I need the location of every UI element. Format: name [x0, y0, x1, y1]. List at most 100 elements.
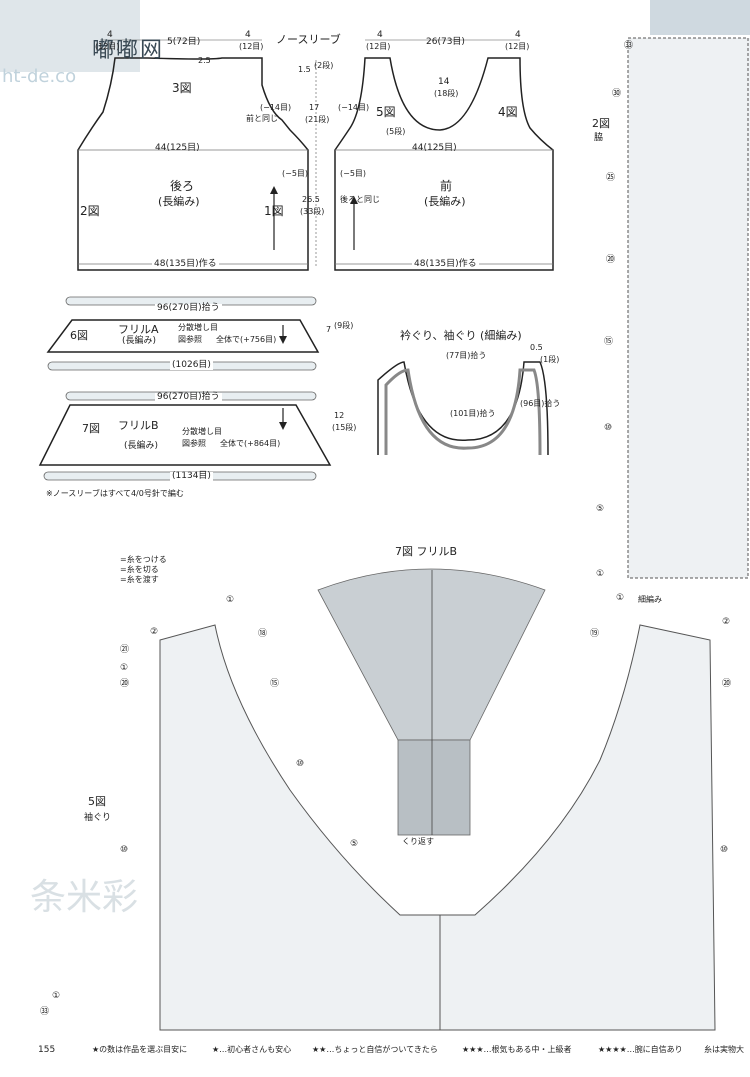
frill-b-height-rows: (15段)	[332, 423, 357, 432]
front-stitch: (長編み)	[424, 195, 466, 208]
watermark-logo: 嘟嘟网	[92, 38, 165, 63]
back-neck-dec: (−14目)	[260, 103, 292, 112]
back-stitch: (長編み)	[158, 195, 200, 208]
frill-b-top: 96(270目)拾う	[155, 392, 222, 402]
frill-a-height-rows: (9段)	[334, 321, 354, 330]
footer-rating-3: ★★★…根気もある中・上級者	[462, 1045, 572, 1054]
fig2-subtitle: 脇	[594, 133, 604, 143]
row-marker-18: ⑱	[258, 629, 268, 639]
legend-pass: =糸を渡す	[120, 575, 159, 584]
neckline-arm-pickup: (96目)拾う	[520, 399, 561, 408]
row-marker-15b: ⑮	[604, 337, 614, 347]
frill-b-height: 12	[334, 411, 345, 420]
front-panel-outline	[334, 57, 554, 271]
frill-b-note2: 図参照	[182, 439, 206, 448]
row-marker-33: ㉝	[40, 1007, 50, 1017]
frill-a-note1: 分散増し目	[178, 323, 218, 332]
footer-rating-1: ★…初心者さんも安心	[212, 1045, 292, 1054]
neckline-title: 衿ぐり、袖ぐり (細編み)	[400, 329, 522, 342]
legend-attach: =糸をつける	[120, 555, 167, 564]
row-marker-20c: ⑳	[606, 255, 616, 265]
back-same-as-front: 前と同じ	[246, 114, 278, 123]
neckline-diagram-shape	[377, 361, 549, 456]
front-vdim1-rows: (2段)	[314, 61, 334, 70]
row-marker-20b: ⑳	[722, 679, 732, 689]
row-marker-1b: ①	[120, 663, 129, 673]
back-fig-right: 1図	[264, 204, 284, 218]
neckline-bottom-pickup: (101目)拾う	[450, 409, 496, 418]
page-title: ノースリーブ	[276, 33, 341, 46]
front-arm-rows: (5段)	[386, 127, 406, 136]
front-fig-neck: 5図	[376, 105, 396, 119]
front-side-dec: (−5目)	[340, 169, 367, 178]
row-marker-19: ⑲	[590, 629, 600, 639]
frill-a-height: 7	[326, 325, 332, 334]
back-top-right-sub: (12目)	[239, 42, 264, 51]
fig5-subtitle: 袖ぐり	[84, 813, 112, 823]
front-vdim2: 17	[309, 103, 320, 112]
fig7-title: 7図 フリルB	[395, 545, 458, 558]
back-arrow-head	[270, 186, 278, 194]
front-vdim2-rows: (21段)	[305, 115, 330, 124]
frill-b-note3: 全体で(+864目)	[220, 439, 281, 448]
frill-a-name: フリルA	[118, 323, 159, 336]
row-marker-1e: ①	[596, 569, 605, 579]
back-side-dec: (−5目)	[282, 169, 309, 178]
frill-b-fig: 7図	[82, 422, 100, 435]
front-top-center: 26(73目)	[426, 37, 465, 47]
front-top-left: 4	[377, 30, 383, 40]
back-panel-outline	[77, 57, 309, 271]
front-arrow-head	[350, 196, 358, 204]
page-number: 155	[38, 1045, 56, 1055]
row-marker-21: ㉑	[120, 645, 130, 655]
row-marker-33b: ㉝	[624, 41, 634, 51]
row-marker-10b: ⑩	[120, 845, 129, 855]
frill-b-bottom: (1134目)	[170, 471, 213, 481]
back-fig-left: 2図	[80, 204, 100, 218]
front-base: 48(135目)作る	[412, 259, 479, 269]
front-same-as-back: 後ろと同じ	[340, 195, 380, 204]
frill-b-crochet-chart	[317, 568, 546, 836]
fig2-title: 2図	[592, 117, 610, 130]
row-marker-5b: ⑤	[596, 504, 605, 514]
footer-yarn-note: 糸は実物大	[704, 1045, 744, 1054]
frill-a-top: 96(270目)拾う	[155, 303, 222, 313]
back-name: 後ろ	[170, 179, 195, 193]
frill-a-bottom: (1026目)	[170, 360, 213, 370]
row-marker-10d: ⑩	[604, 423, 613, 433]
neckline-top-pickup: (77目)拾う	[446, 351, 487, 360]
legend-cut: =糸を切る	[120, 565, 159, 574]
back-top-left-sub: (12目)	[95, 42, 120, 51]
front-vdim1: 1.5	[298, 65, 311, 74]
frill-b-stitch: (長編み)	[124, 441, 159, 451]
armhole-chart-right	[439, 624, 716, 1031]
footer-rating-intro: ★の数は作品を選ぶ目安に	[92, 1045, 188, 1054]
armhole-chart-left	[159, 624, 441, 1031]
row-marker-15: ⑮	[270, 679, 280, 689]
footer-rating-2: ★★…ちょっと自信がついてきたら	[312, 1045, 438, 1054]
row-marker-10: ⑩	[296, 759, 305, 769]
front-top-right: 4	[515, 30, 521, 40]
side-chart	[627, 37, 749, 579]
back-top-center: 5(72目)	[167, 37, 201, 47]
watermark-bg	[0, 0, 140, 72]
front-neck-dec: (−14目)	[338, 103, 370, 112]
front-body-len: 26.5	[302, 195, 320, 204]
front-top-right-sub: (12目)	[505, 42, 530, 51]
row-marker-2: ②	[150, 627, 159, 637]
row-marker-5: ⑤	[350, 839, 359, 849]
corner-bg	[650, 0, 750, 35]
front-fig-arm: 4図	[498, 105, 518, 119]
row-marker-20: ⑳	[120, 679, 130, 689]
row-marker-1d: ①	[616, 593, 625, 603]
watermark-bottom: 条米彩	[30, 877, 139, 918]
frill-b-shape	[38, 391, 332, 481]
frill-a-fig: 6図	[70, 329, 88, 342]
front-body-rows: (33段)	[300, 207, 325, 216]
neckline-rows: 0.5	[530, 343, 543, 352]
back-base: 48(135目)作る	[152, 259, 219, 269]
back-width: 44(125目)	[155, 143, 200, 153]
row-marker-1: ①	[226, 595, 235, 605]
front-depth: 14	[438, 77, 450, 87]
